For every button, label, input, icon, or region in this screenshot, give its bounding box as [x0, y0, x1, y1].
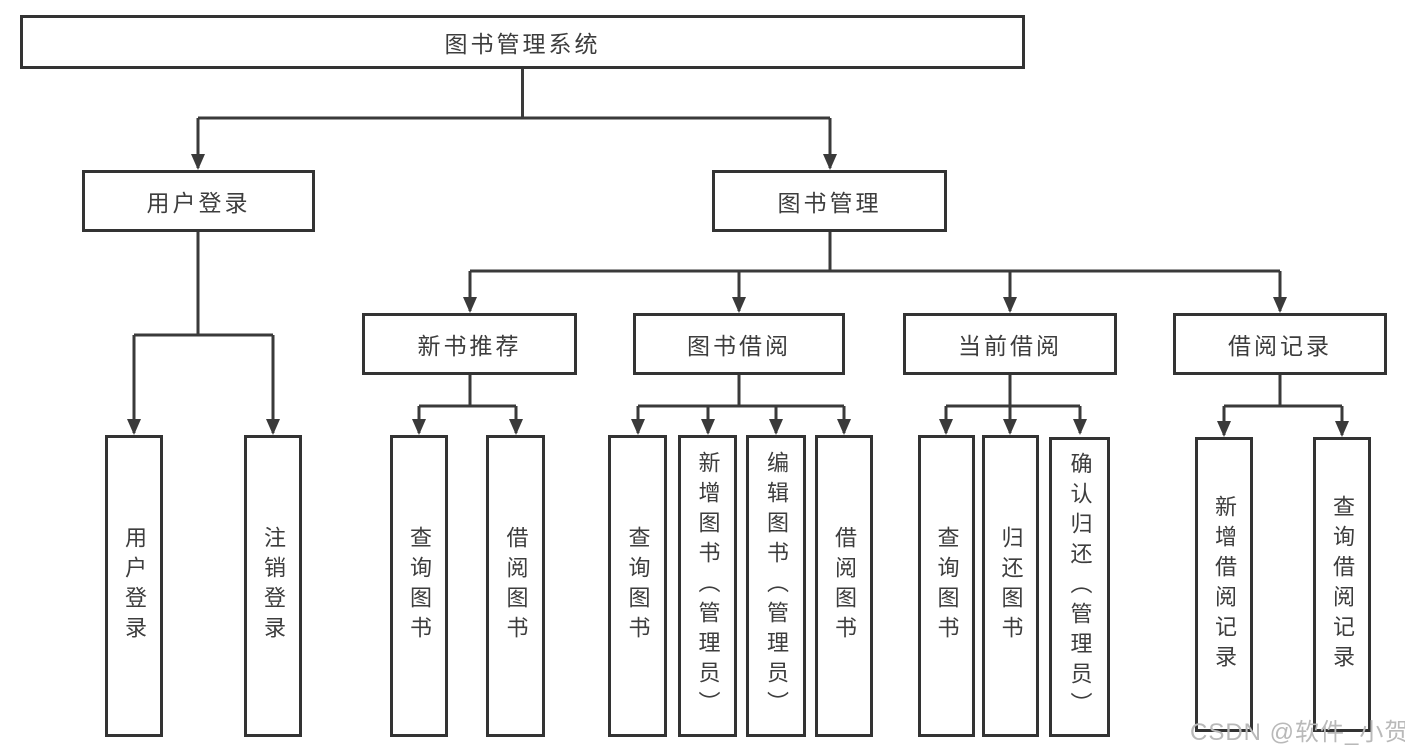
leaf-label: 借阅图书 — [503, 526, 529, 646]
node-label: 图书借阅 — [687, 333, 791, 359]
leaf-label: 查询图书 — [407, 526, 432, 646]
node-borrowing-records: 借阅记录 — [1173, 313, 1387, 375]
node-new-book-recommend: 新书推荐 — [362, 313, 577, 375]
leaf-return-books: 归还图书 — [982, 435, 1039, 737]
leaf-add-books-admin: 新增图书（管理员） — [678, 435, 737, 737]
leaf-query-borrow-record: 查询借阅记录 — [1313, 437, 1371, 732]
node-label: 当前借阅 — [958, 333, 1062, 359]
node-book-management: 图书管理 — [712, 170, 947, 232]
leaf-label: 用户登录 — [122, 526, 147, 646]
leaf-label: 借阅图书 — [832, 526, 857, 646]
leaf-label: 注销登录 — [261, 526, 286, 646]
leaf-user-login: 用户登录 — [105, 435, 163, 737]
arrowheads — [127, 154, 1349, 437]
leaf-label: 确认归还（管理员） — [1067, 452, 1093, 722]
leaf-edit-books-admin: 编辑图书（管理员） — [746, 435, 806, 737]
csdn-watermark: CSDN @软件_小贺同学 — [1190, 719, 1405, 746]
node-label: 图书管理系统 — [444, 31, 601, 57]
leaf-borrow-books-recommend: 借阅图书 — [486, 435, 545, 737]
leaf-label: 查询图书 — [934, 526, 960, 646]
leaf-query-books-borrowing: 查询图书 — [608, 435, 667, 737]
leaf-query-books-current: 查询图书 — [918, 435, 975, 737]
leaf-confirm-return-admin: 确认归还（管理员） — [1049, 437, 1110, 737]
node-user-login: 用户登录 — [82, 170, 315, 232]
leaf-query-books-recommend: 查询图书 — [390, 435, 448, 737]
leaf-logout: 注销登录 — [244, 435, 302, 737]
node-current-borrowing: 当前借阅 — [903, 313, 1117, 375]
leaf-label: 编辑图书（管理员） — [764, 451, 789, 721]
leaf-add-borrow-record: 新增借阅记录 — [1195, 437, 1253, 732]
node-book-borrowing: 图书借阅 — [633, 313, 845, 375]
leaf-label: 查询借阅记录 — [1330, 494, 1355, 675]
leaf-label: 新增图书（管理员） — [695, 451, 721, 721]
node-label: 用户登录 — [146, 190, 251, 216]
leaf-label: 查询图书 — [625, 526, 651, 646]
leaf-label: 归还图书 — [998, 526, 1024, 646]
node-label: 图书管理 — [777, 190, 882, 216]
node-library-management-system: 图书管理系统 — [20, 15, 1025, 69]
leaf-label: 新增借阅记录 — [1212, 494, 1237, 675]
node-label: 新书推荐 — [417, 333, 522, 359]
node-label: 借阅记录 — [1228, 333, 1332, 359]
leaf-borrow-books-borrowing: 借阅图书 — [815, 435, 873, 737]
